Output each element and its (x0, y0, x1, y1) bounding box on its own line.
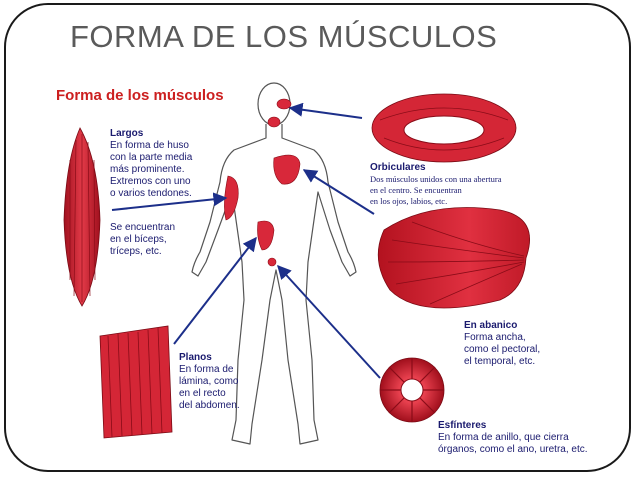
label-planos-line: lámina, como (179, 376, 239, 387)
lip-muscle (267, 116, 281, 128)
label-abanico-line: Forma ancha, (464, 332, 526, 343)
label-largos-line: En forma de huso (110, 140, 189, 151)
label-planos: Planos En forma de lámina, como en el re… (179, 352, 240, 412)
label-esfinteres-title: Esfínteres (438, 420, 487, 431)
label-orbiculares-line: en el centro. Se encuentran (370, 185, 462, 195)
label-orbiculares-line: en los ojos, labios, etc. (370, 196, 448, 206)
label-abanico-line: como el pectoral, (464, 344, 541, 355)
pectoral-muscle (273, 154, 301, 185)
diagram-heading: Forma de los músculos (56, 87, 224, 104)
biceps-muscle (224, 175, 239, 221)
label-largos-ejemplo-line: en el bíceps, (110, 234, 167, 245)
label-esfinteres: Esfínteres En forma de anillo, que cierr… (438, 420, 588, 456)
label-largos-ejemplo-line: tríceps, etc. (110, 246, 162, 257)
arrow-largos (111, 192, 228, 211)
pointer-arrows (111, 102, 381, 379)
arrow-abanico (302, 169, 375, 215)
sphincter-illustration (379, 357, 445, 423)
arrow-orbiculares (288, 102, 363, 119)
label-planos-line: En forma de (179, 364, 234, 375)
flat-muscle-illustration (99, 325, 173, 439)
arrow-esfinteres (277, 264, 381, 379)
sphincter-muscle (267, 257, 277, 267)
abdomen-muscle (257, 220, 275, 251)
label-abanico: En abanico Forma ancha, como el pectoral… (464, 320, 540, 368)
label-planos-title: Planos (179, 352, 212, 363)
label-orbiculares-title: Orbiculares (370, 162, 426, 173)
label-largos-line: o varios tendones. (110, 188, 192, 199)
label-largos-line: con la parte media (110, 152, 193, 163)
label-orbiculares: Orbiculares Dos músculos unidos con una … (370, 162, 502, 207)
label-abanico-title: En abanico (464, 320, 518, 331)
label-planos-line: en el recto (179, 388, 226, 399)
label-orbiculares-line: Dos músculos unidos con una abertura (370, 174, 502, 184)
fan-muscle-illustration (377, 207, 530, 309)
label-abanico-line: el temporal, etc. (464, 356, 536, 367)
label-esfinteres-line: En forma de anillo, que cierra (438, 432, 569, 443)
label-largos-ejemplo-line: Se encuentran (110, 222, 176, 233)
label-largos: Largos En forma de huso con la parte med… (110, 128, 192, 200)
label-largos-ejemplo: Se encuentran en el bíceps, tríceps, etc… (110, 222, 175, 258)
label-largos-line: Extremos con uno (110, 176, 191, 187)
label-largos-line: más prominente. (110, 164, 185, 175)
label-planos-line: del abdomen. (179, 400, 240, 411)
label-esfinteres-line: órganos, como el ano, uretra, etc. (438, 444, 588, 455)
body-muscle-highlights (224, 98, 301, 267)
eye-muscle (276, 98, 292, 110)
long-muscle-illustration (63, 127, 101, 307)
label-largos-title: Largos (110, 128, 144, 139)
orbicular-muscle-illustration (371, 93, 517, 163)
arrow-planos (173, 236, 257, 345)
slide-title: FORMA DE LOS MÚSCULOS (70, 19, 498, 54)
